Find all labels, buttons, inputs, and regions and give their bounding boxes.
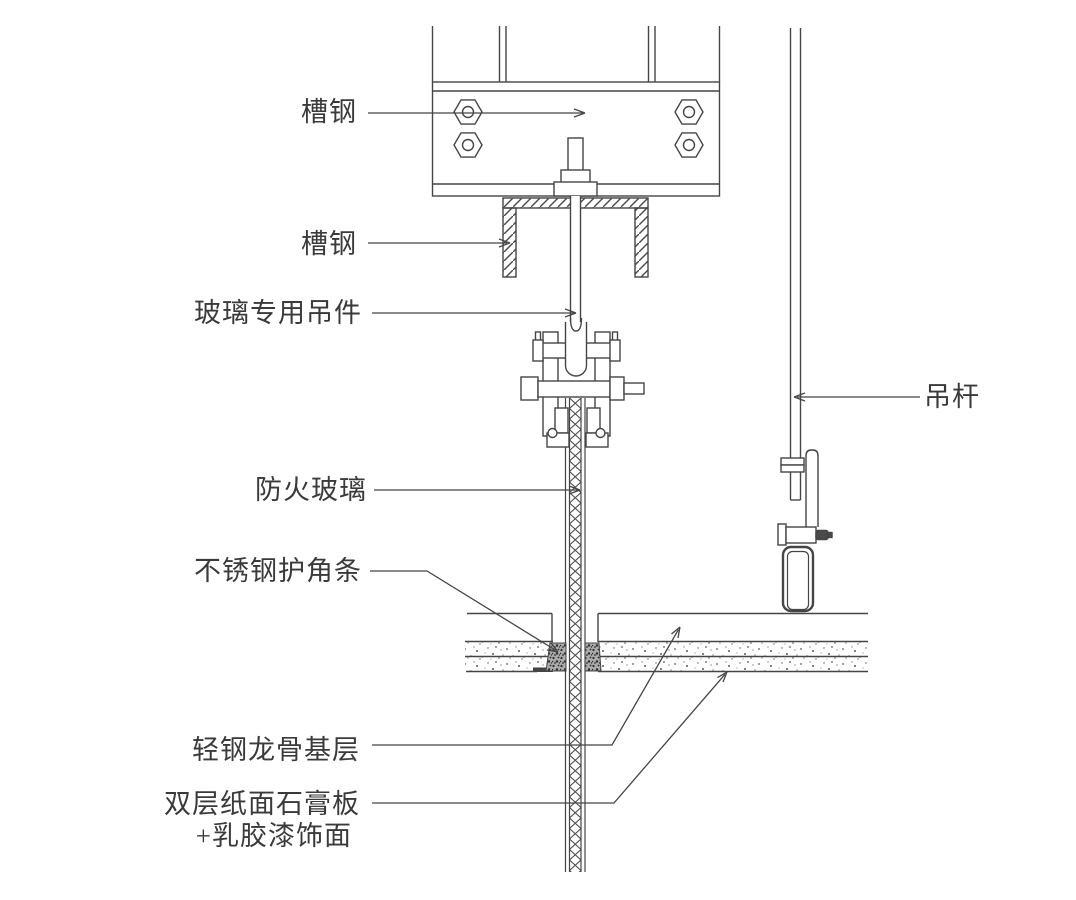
- labels: 槽钢 槽钢 玻璃专用吊件 防火玻璃 不锈钢护角条 轻钢龙骨基层 双层纸面石膏板 …: [164, 97, 980, 851]
- leader-channel-steel-lower: [368, 238, 511, 248]
- glass-hanger-fitting: [520, 317, 645, 437]
- leader-corner-guard: [370, 570, 559, 653]
- top-studs: [431, 26, 721, 82]
- carrier-channel: [781, 545, 815, 613]
- fireproof-glass-panel: [564, 398, 586, 872]
- label-gypsum-line1: 双层纸面石膏板: [164, 789, 360, 819]
- rod-eye: [564, 317, 588, 377]
- hanger-middle-bolt: [520, 376, 645, 401]
- corner-guard-left: [545, 642, 567, 672]
- hanger-rod-right: [789, 28, 802, 458]
- ceiling-left: [465, 612, 567, 673]
- leader-gypsum-board: [372, 671, 728, 804]
- label-steel-keel: 轻钢龙骨基层: [192, 735, 360, 765]
- hex-bolt: [674, 99, 704, 125]
- leader-channel-steel-top: [368, 108, 586, 118]
- label-glass-hanger: 玻璃专用吊件: [194, 298, 362, 328]
- label-corner-guard: 不锈钢护角条: [194, 556, 362, 586]
- hex-bolt: [674, 132, 704, 158]
- leader-glass-hanger: [372, 308, 577, 318]
- rod-washers: [780, 457, 805, 473]
- ceiling-right: [584, 612, 868, 673]
- leader-hanger-rod: [793, 392, 920, 402]
- suspension-bolt: [553, 137, 598, 320]
- glass-clamp-pads: [546, 407, 609, 448]
- hook-bracket: [805, 449, 819, 527]
- hex-bolt: [453, 132, 483, 158]
- label-fireproof-glass: 防火玻璃: [255, 475, 367, 505]
- hanger-rod-right-assembly: [777, 28, 833, 613]
- top-channel-beam: [431, 81, 721, 197]
- leader-steel-keel: [372, 626, 681, 746]
- label-gypsum-line2: +乳胶漆饰面: [196, 821, 352, 851]
- rod-lower-stub: [789, 472, 802, 501]
- leader-fireproof-glass: [374, 485, 581, 495]
- label-hanger-rod: 吊杆: [924, 382, 980, 412]
- hex-bolts: [453, 99, 704, 158]
- label-channel-steel-top: 槽钢: [301, 97, 357, 127]
- corner-guard-right: [584, 642, 602, 672]
- cross-clamp: [777, 523, 833, 546]
- hex-bolt: [453, 99, 483, 125]
- label-channel-steel-lower: 槽钢: [301, 229, 357, 259]
